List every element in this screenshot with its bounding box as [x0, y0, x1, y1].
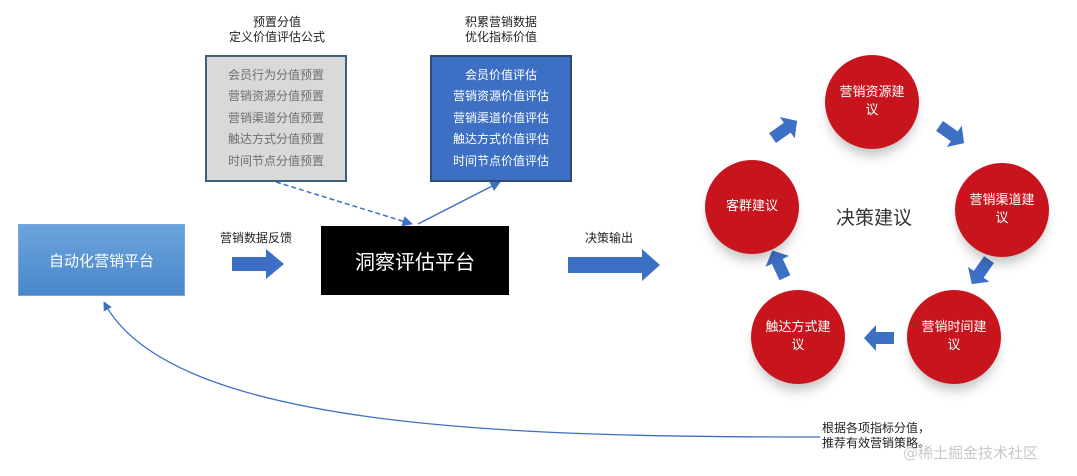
suggestion-time-circle: 营销时间建议 [907, 290, 1001, 384]
decision-output-label: 决策输出 [584, 231, 633, 245]
accumulate-item: 时间节点价值评估 [452, 153, 549, 168]
accumulate-box: 会员价值评估 营销资源价值评估 营销渠道价值评估 触达方式价值评估 时间节点价值… [430, 55, 572, 182]
suggestion-touch-label: 触达方式建议 [765, 320, 831, 353]
automation-platform-box: 自动化营销平台 [18, 224, 185, 296]
suggestion-customer-label: 客群建议 [725, 199, 778, 214]
watermark: @稀土掘金技术社区 [903, 444, 1039, 462]
suggestion-resource-circle: 营销资源建议 [825, 55, 919, 149]
preset-caption-line1: 预置分值 [252, 15, 301, 29]
preset-to-insight-dashed-arrow [275, 181, 414, 227]
cycle-arrow-customer-to-resource [769, 117, 798, 143]
preset-item: 会员行为分值预置 [227, 67, 324, 82]
insight-platform-label: 洞察评估平台 [355, 250, 475, 274]
preset-caption: 预置分值 定义价值评估公式 [206, 15, 348, 45]
feedback-block-arrow [232, 249, 284, 279]
preset-item: 营销资源分值预置 [227, 89, 324, 104]
bottom-note-line2: 推荐有效营销策略。 [822, 436, 931, 450]
insight-to-accumulate-arrow [417, 181, 501, 225]
accumulate-item: 触达方式价值评估 [452, 132, 549, 147]
preset-box: 会员行为分值预置 营销资源分值预置 营销渠道分值预置 触达方式分值预置 时间节点… [205, 55, 347, 182]
feedback-label: 营销数据反馈 [219, 231, 292, 245]
accumulate-item: 营销渠道价值评估 [452, 110, 549, 125]
suggestion-customer-circle: 客群建议 [705, 160, 799, 254]
suggestion-channel-circle: 营销渠道建议 [955, 163, 1049, 257]
preset-item: 营销渠道分值预置 [227, 110, 324, 125]
preset-caption-line2: 定义价值评估公式 [228, 30, 325, 44]
suggestion-time-label: 营销时间建议 [921, 320, 987, 353]
suggestion-channel-label: 营销渠道建议 [969, 193, 1035, 226]
decision-output-block-arrow [568, 249, 660, 281]
bottom-note: 根据各项指标分值， 推荐有效营销策略。 [822, 421, 930, 451]
preset-item: 触达方式分值预置 [227, 132, 324, 147]
cycle-arrow-touch-to-customer [765, 250, 791, 281]
accumulate-caption: 积累营销数据 优化指标价值 [430, 15, 572, 45]
accumulate-caption-line2: 优化指标价值 [464, 30, 537, 44]
preset-item: 时间节点分值预置 [227, 153, 324, 168]
suggestion-resource-label: 营销资源建议 [839, 85, 905, 118]
accumulate-item: 会员价值评估 [464, 67, 537, 82]
feedback-curve-arrow [103, 301, 821, 438]
accumulate-item: 营销资源价值评估 [452, 89, 549, 104]
decision-title: 决策建议 [836, 207, 913, 229]
suggestion-touch-circle: 触达方式建议 [751, 290, 845, 384]
bottom-note-line1: 根据各项指标分值， [822, 421, 931, 435]
cycle-arrow-time-to-touch [864, 325, 894, 351]
cycle-arrow-channel-to-time [968, 256, 994, 285]
accumulate-caption-line1: 积累营销数据 [464, 15, 537, 29]
cycle-arrow-resource-to-channel [936, 121, 965, 147]
insight-platform-box: 洞察评估平台 [321, 226, 509, 295]
automation-platform-label: 自动化营销平台 [48, 251, 154, 270]
